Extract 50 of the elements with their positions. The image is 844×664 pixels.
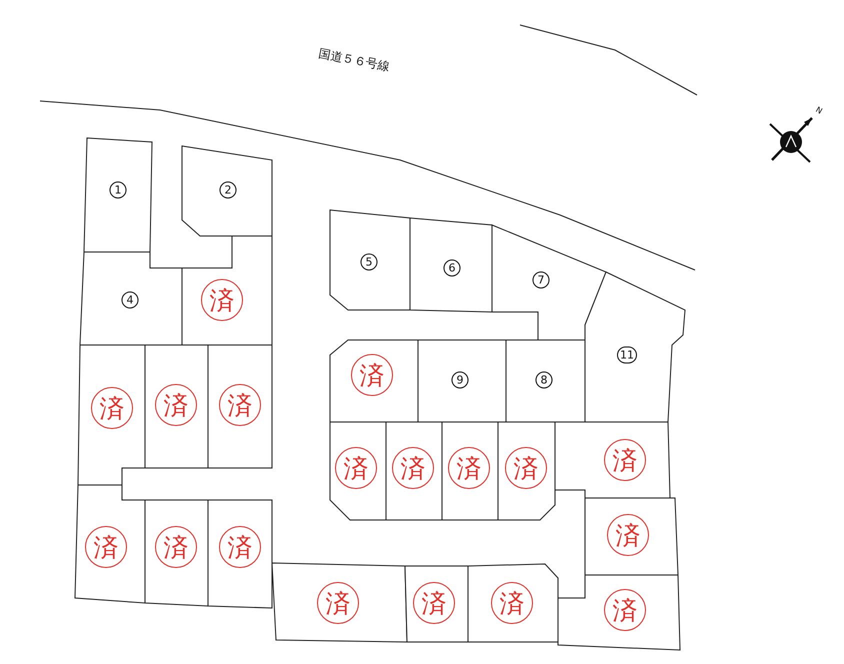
lot-parcel (558, 575, 680, 650)
road-name: 国道５６号線 (317, 45, 391, 76)
sold-stamp: 済 (155, 384, 197, 426)
sold-stamp: 済 (491, 582, 533, 624)
sold-stamp: 済 (604, 439, 646, 481)
sold-stamp: 済 (155, 526, 197, 568)
lot-parcel (410, 218, 492, 312)
sold-stamp: 済 (351, 354, 393, 396)
lot-parcel (208, 345, 272, 468)
sold-stamp: 済 (413, 582, 455, 624)
sold-stamp: 済 (505, 447, 547, 489)
lot-parcel (182, 236, 272, 345)
lot-number: 11 (617, 346, 637, 364)
lot-parcel (84, 138, 152, 252)
lot-parcel (80, 252, 182, 345)
lot-parcel (585, 272, 685, 422)
sold-stamp: 済 (448, 447, 490, 489)
lot-number: 9 (452, 372, 468, 388)
lot-number: 2 (220, 182, 236, 198)
sold-stamp: 済 (317, 582, 359, 624)
north-label: N (814, 105, 824, 116)
lot-parcel (78, 345, 145, 485)
sold-stamp: 済 (91, 387, 133, 429)
lot-number: 7 (532, 272, 550, 288)
lot-parcel (330, 210, 410, 310)
lot-parcel (555, 422, 670, 498)
lot-number: 6 (444, 260, 460, 276)
lot-parcel (208, 500, 272, 608)
lot-parcel (330, 422, 386, 520)
lot-parcel (492, 225, 606, 340)
lot-parcel (145, 500, 208, 606)
lot-parcel (272, 563, 407, 642)
lot-parcel (75, 485, 145, 603)
sold-stamp: 済 (201, 279, 243, 321)
sold-stamp: 済 (335, 447, 377, 489)
lot-number: 4 (122, 292, 138, 308)
lot-parcel (405, 566, 468, 642)
lot-parcel (330, 340, 418, 422)
sold-stamp: 済 (85, 526, 127, 568)
sold-stamp: 済 (604, 589, 646, 631)
lot-parcel (585, 498, 678, 575)
lot-number: 5 (360, 254, 378, 270)
lot-number: 8 (536, 372, 552, 388)
lot-parcel (182, 146, 272, 236)
sold-stamp: 済 (392, 447, 434, 489)
lot-parcel (468, 564, 558, 642)
sold-stamp: 済 (219, 526, 261, 568)
lot-number: 1 (110, 182, 126, 198)
sold-stamp: 済 (607, 514, 649, 556)
sold-stamp: 済 (219, 384, 261, 426)
